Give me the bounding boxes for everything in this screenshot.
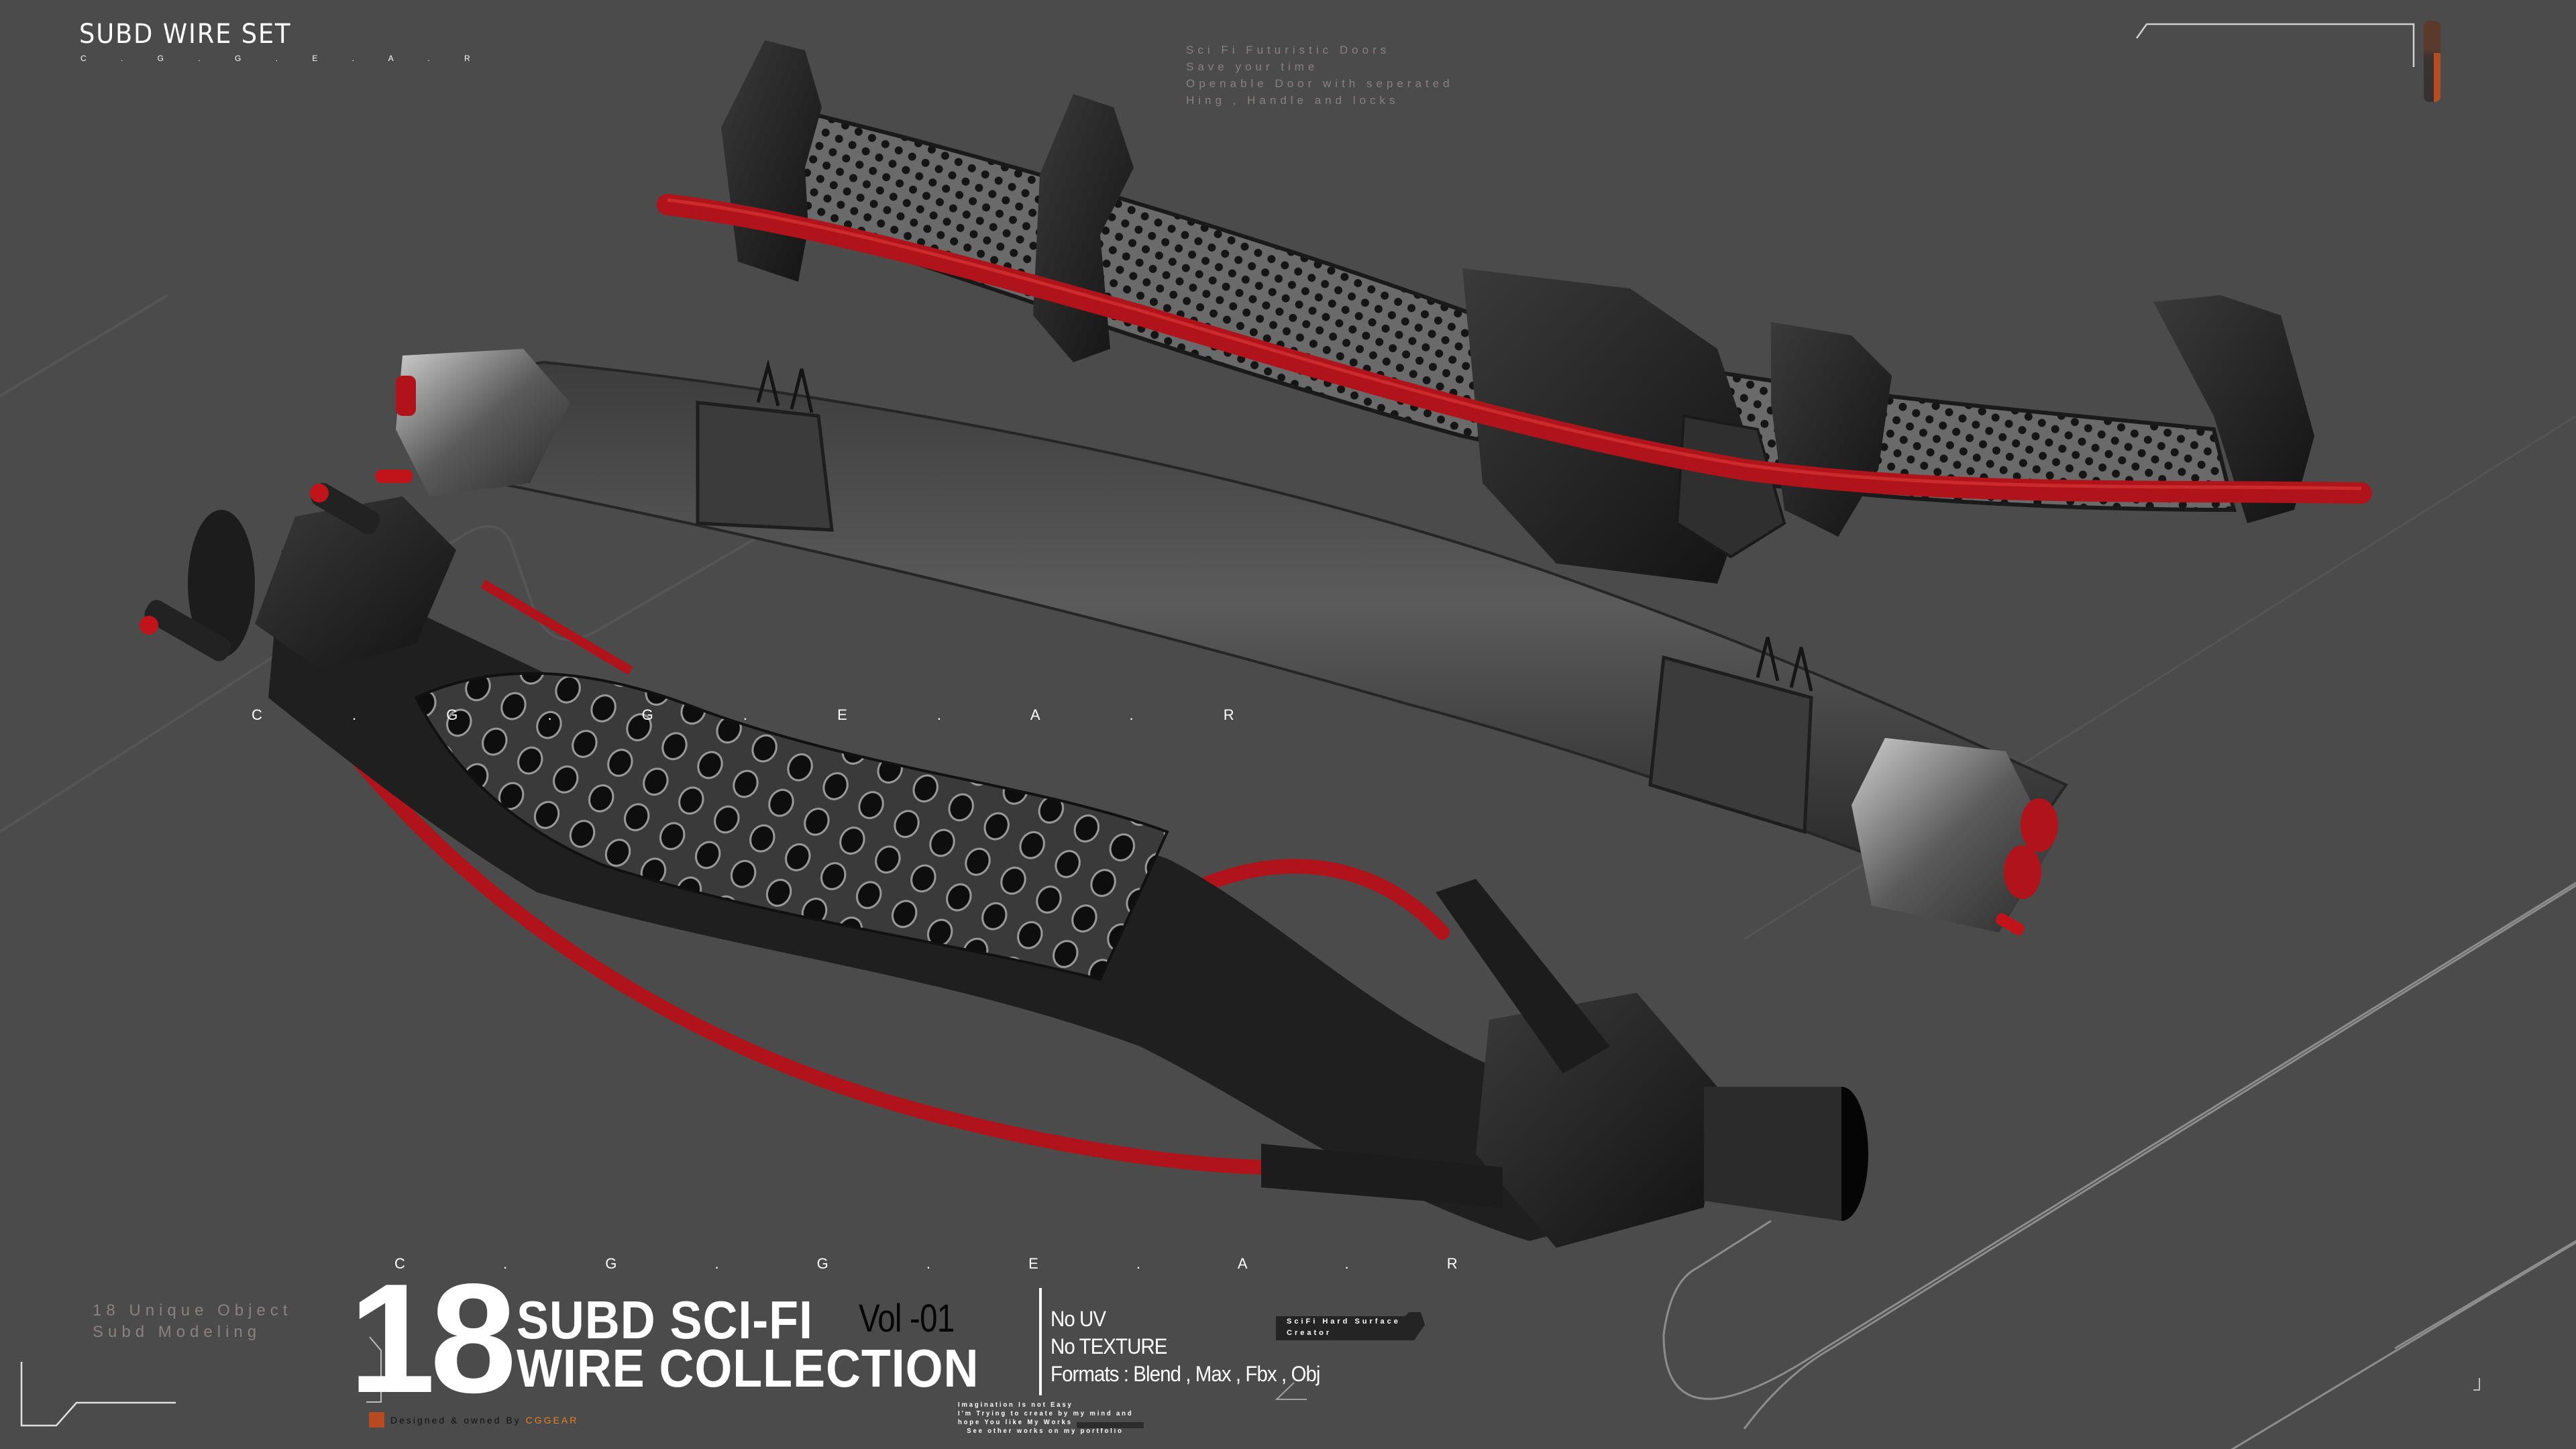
note-line: 18 Unique Object bbox=[93, 1301, 292, 1320]
creator-badge: SciFi Hard Surface Creator bbox=[1287, 1316, 1401, 1339]
object-count-notes: 18 Unique Object Subd Modeling bbox=[93, 1300, 292, 1343]
spec-uv: No UV bbox=[1051, 1307, 1106, 1331]
note-line: Save your time bbox=[1186, 60, 1319, 73]
object-branching-wire bbox=[140, 483, 1868, 1248]
credit-prefix: Designed & owned By bbox=[390, 1415, 521, 1426]
note-line: Openable Door with seperated bbox=[1186, 77, 1454, 90]
badge-line-2: Creator bbox=[1287, 1329, 1332, 1337]
tagline-line: See other works on my portfolio bbox=[967, 1428, 1124, 1435]
accent-pill bbox=[2424, 21, 2440, 102]
bottom-left-bracket bbox=[20, 1362, 176, 1427]
title-line-2: WIRE COLLECTION bbox=[517, 1338, 979, 1398]
spec-list: No UV No TEXTURE Formats : Blend , Max ,… bbox=[1051, 1305, 1320, 1388]
tagline-bar bbox=[1077, 1422, 1144, 1428]
top-right-bracket bbox=[2135, 23, 2415, 67]
badge-line-1: SciFi Hard Surface bbox=[1287, 1318, 1401, 1326]
spec-texture: No TEXTURE bbox=[1051, 1334, 1167, 1358]
feature-notes: Sci Fi Futuristic Doors Save your time O… bbox=[1186, 42, 1454, 109]
title-line-1: SUBD SCI-FI bbox=[517, 1290, 813, 1350]
title-divider bbox=[1039, 1288, 1042, 1395]
object-grey-conduit bbox=[376, 349, 2069, 936]
tagline-line: Imagination Is not Easy bbox=[958, 1401, 1073, 1409]
credit-swatch bbox=[369, 1412, 384, 1428]
bottom-brand-spaced: C . G . G . E . A . R bbox=[394, 1255, 1458, 1272]
object-perforated-wire-top bbox=[657, 40, 2372, 584]
header-brand-spaced: C . G . G . E . A . R bbox=[80, 54, 470, 63]
pill-outline bbox=[1743, 884, 2576, 1430]
note-line: Subd Modeling bbox=[93, 1323, 262, 1341]
volume-label: Vol -01 bbox=[859, 1297, 955, 1340]
note-line: Hing , Handle and locks bbox=[1186, 94, 1399, 107]
credit-line: Designed & owned By CGGEAR bbox=[390, 1415, 578, 1426]
credit-brand: CGGEAR bbox=[525, 1415, 579, 1426]
page-title: SUBD WIRE SET bbox=[79, 19, 292, 50]
tagline: Imagination Is not Easy I'm Trying to cr… bbox=[958, 1401, 1133, 1436]
middle-brand-spaced: C . G . G . E . A . R bbox=[252, 706, 1234, 723]
object-count-number: 18 bbox=[349, 1252, 517, 1426]
note-line: Sci Fi Futuristic Doors bbox=[1186, 44, 1391, 56]
spec-formats: Formats : Blend , Max , Fbx , Obj bbox=[1051, 1362, 1320, 1386]
tagline-line: hope You like My Works bbox=[958, 1419, 1073, 1426]
tagline-line: I'm Trying to create by my mind and bbox=[958, 1410, 1134, 1417]
